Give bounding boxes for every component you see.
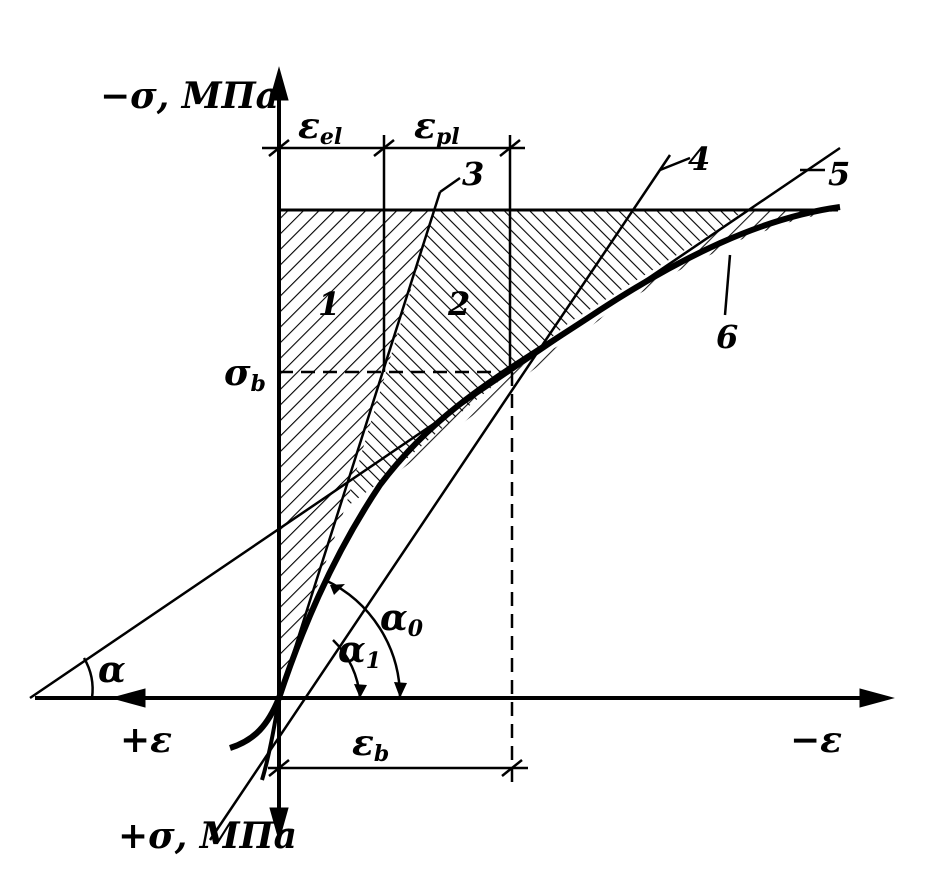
curve-6 xyxy=(229,204,841,751)
x-axis-arrow-right xyxy=(859,688,895,708)
bottom-dimension xyxy=(268,759,528,777)
x-left-label: +ε xyxy=(120,719,172,761)
alpha-label: α xyxy=(98,649,126,691)
line-3 xyxy=(277,191,442,699)
y-axis-arrow-bottom xyxy=(269,807,289,842)
alpha-arc xyxy=(82,657,94,699)
curve-6-tail xyxy=(260,697,281,781)
angle-arrows xyxy=(330,584,407,698)
curve-4-label: 4 xyxy=(688,140,710,178)
x-right-label: −ε xyxy=(790,719,842,761)
curve-5-label: 5 xyxy=(828,155,850,193)
y-axis-arrow-top xyxy=(269,66,289,101)
eps-el-label: εel xyxy=(298,105,342,150)
region-2-label: 2 xyxy=(447,285,470,323)
alpha0-label: α0 xyxy=(380,597,424,642)
region-2-hatch xyxy=(345,210,745,508)
line-4 xyxy=(208,154,672,841)
top-dimension xyxy=(262,135,525,372)
hatched-regions xyxy=(279,210,838,698)
sigma-b-label: σb xyxy=(224,352,266,397)
eps-pl-label: εpl xyxy=(414,105,460,150)
alpha0-arc xyxy=(324,578,402,699)
x-axis-arrow-left xyxy=(110,688,146,708)
curve-6-label: 6 xyxy=(716,318,738,356)
curve-3-label: 3 xyxy=(462,155,484,193)
alpha1-label: α1 xyxy=(338,629,381,674)
leaders xyxy=(439,156,825,316)
y-bottom-label: +σ, МПа xyxy=(118,815,297,857)
region-1-label: 1 xyxy=(318,285,340,323)
y-top-label: −σ, МПа xyxy=(100,75,279,117)
eps-b-label: εb xyxy=(352,722,389,767)
